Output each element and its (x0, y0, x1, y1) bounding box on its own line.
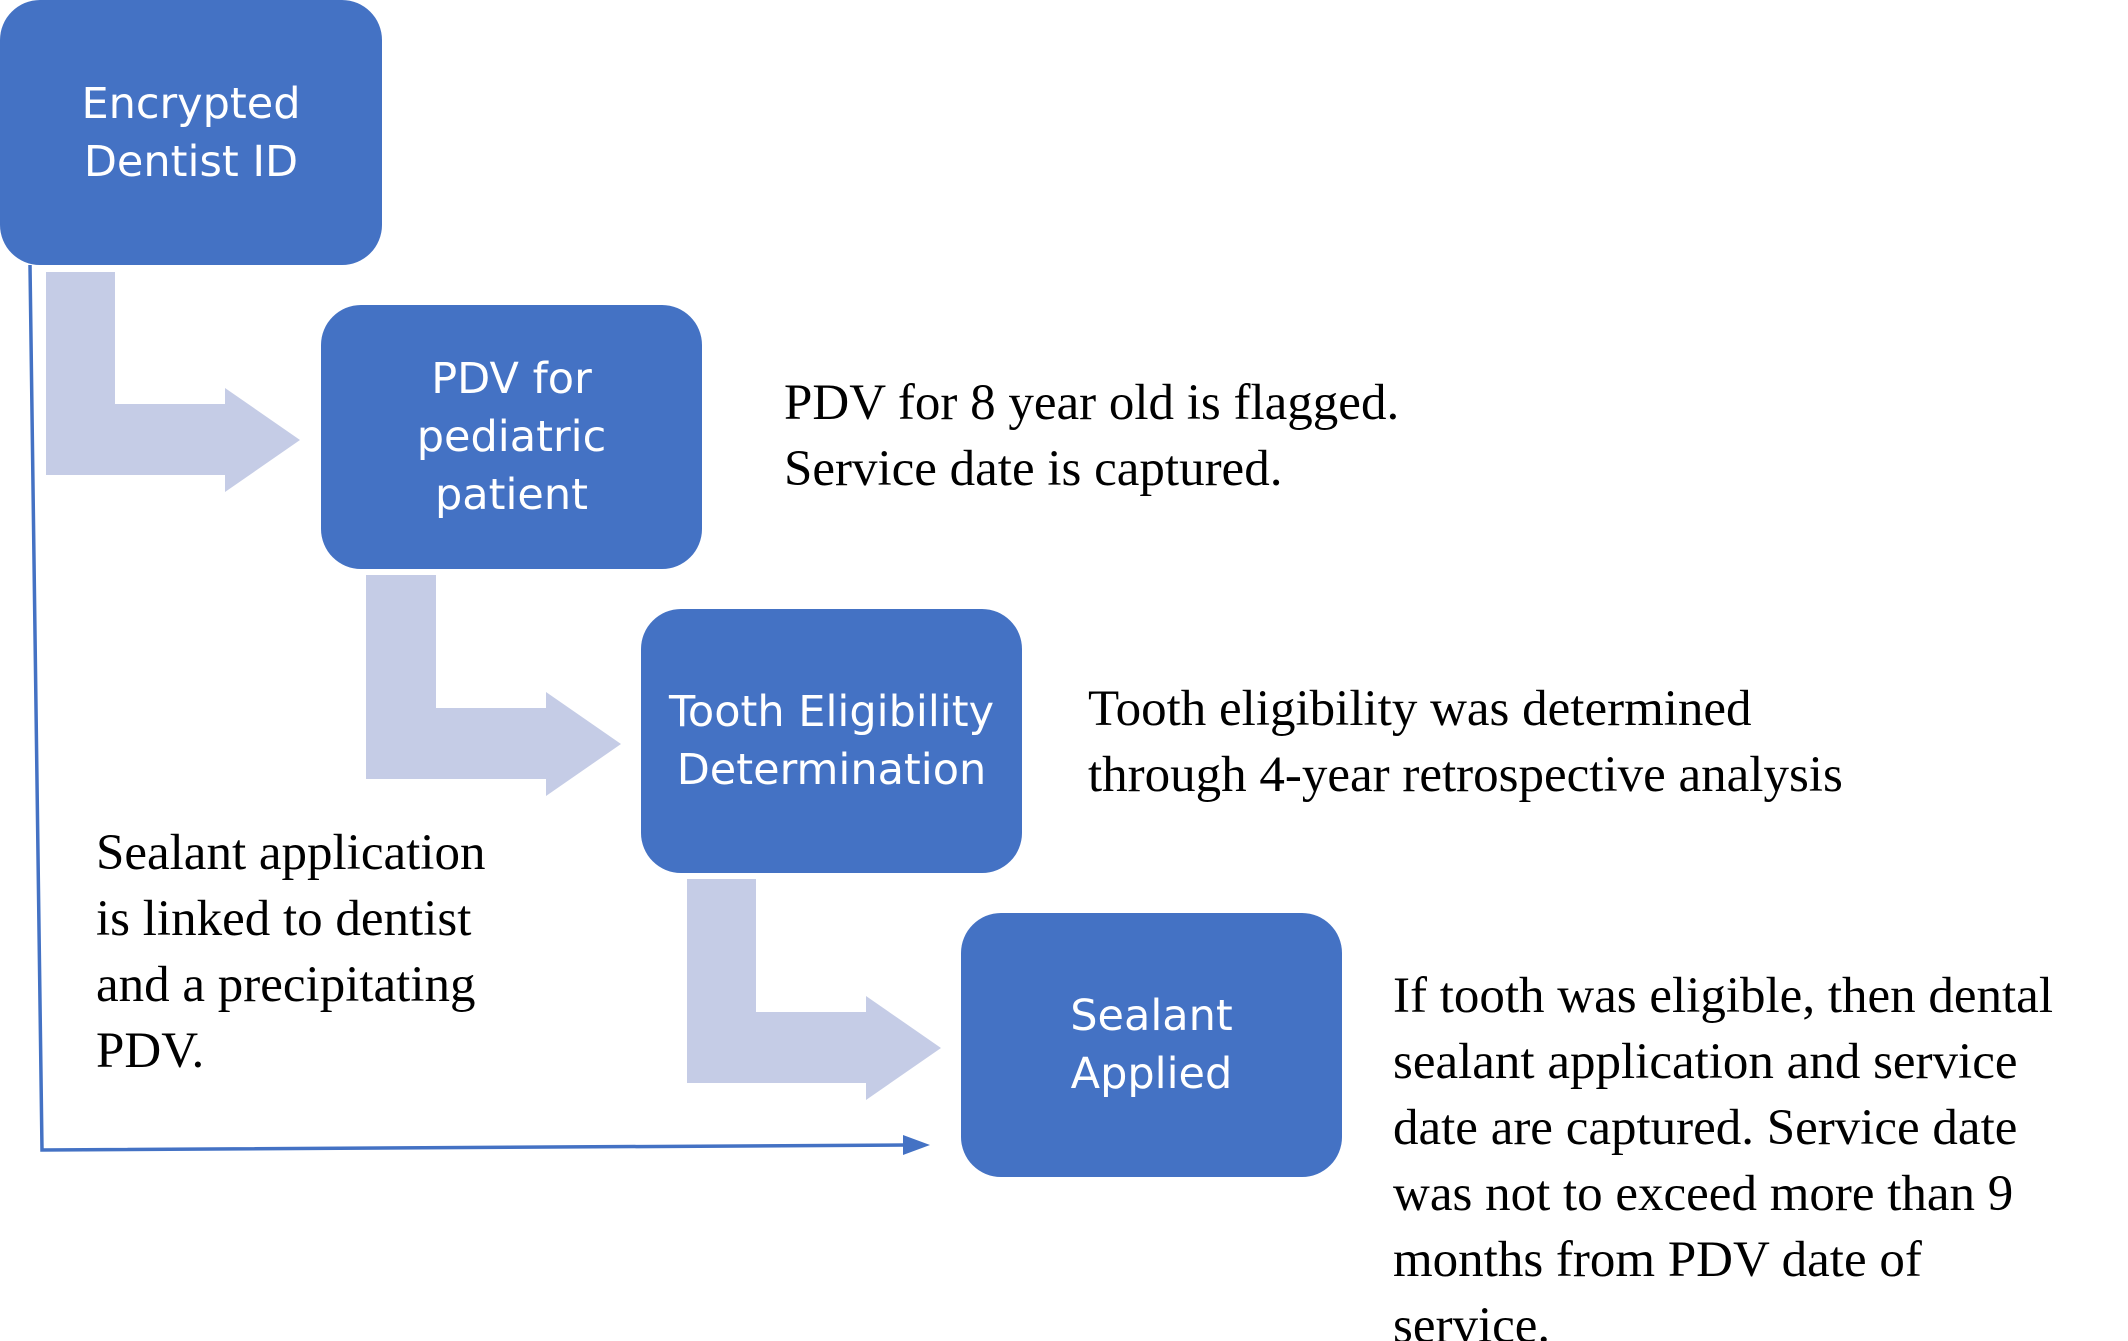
pdv-note: PDV for 8 year old is flagged. Service d… (784, 375, 1400, 497)
encrypted-dentist-id-box: Encrypted Dentist ID (0, 0, 382, 265)
pdv-pediatric-patient-box: PDV for pediatric patient (321, 305, 702, 569)
sealant-applied-label: Sealant Applied (1070, 991, 1233, 1099)
bent-arrow-dentist-to-pdv (46, 272, 300, 492)
tooth-eligibility-box: Tooth Eligibility Determination (641, 609, 1022, 873)
sealant-link-note: Sealant application is linked to dentist… (96, 825, 486, 1079)
encrypted-dentist-id-label: Encrypted Dentist ID (81, 78, 301, 187)
sealant-note: If tooth was eligible, then dental seala… (1393, 968, 2053, 1341)
pdv-pediatric-patient-label: PDV for pediatric patient (416, 354, 607, 520)
link-line-dentist-to-sealant (28, 264, 906, 1152)
link-line-arrowhead (903, 1135, 930, 1155)
bent-arrow-tooth-to-sealant (687, 879, 941, 1100)
tooth-eligibility-note: Tooth eligibility was determined through… (1088, 681, 1843, 803)
bent-arrow-pdv-to-tooth (366, 575, 621, 796)
sealant-applied-box: Sealant Applied (961, 913, 1342, 1177)
tooth-eligibility-label: Tooth Eligibility Determination (668, 687, 995, 795)
